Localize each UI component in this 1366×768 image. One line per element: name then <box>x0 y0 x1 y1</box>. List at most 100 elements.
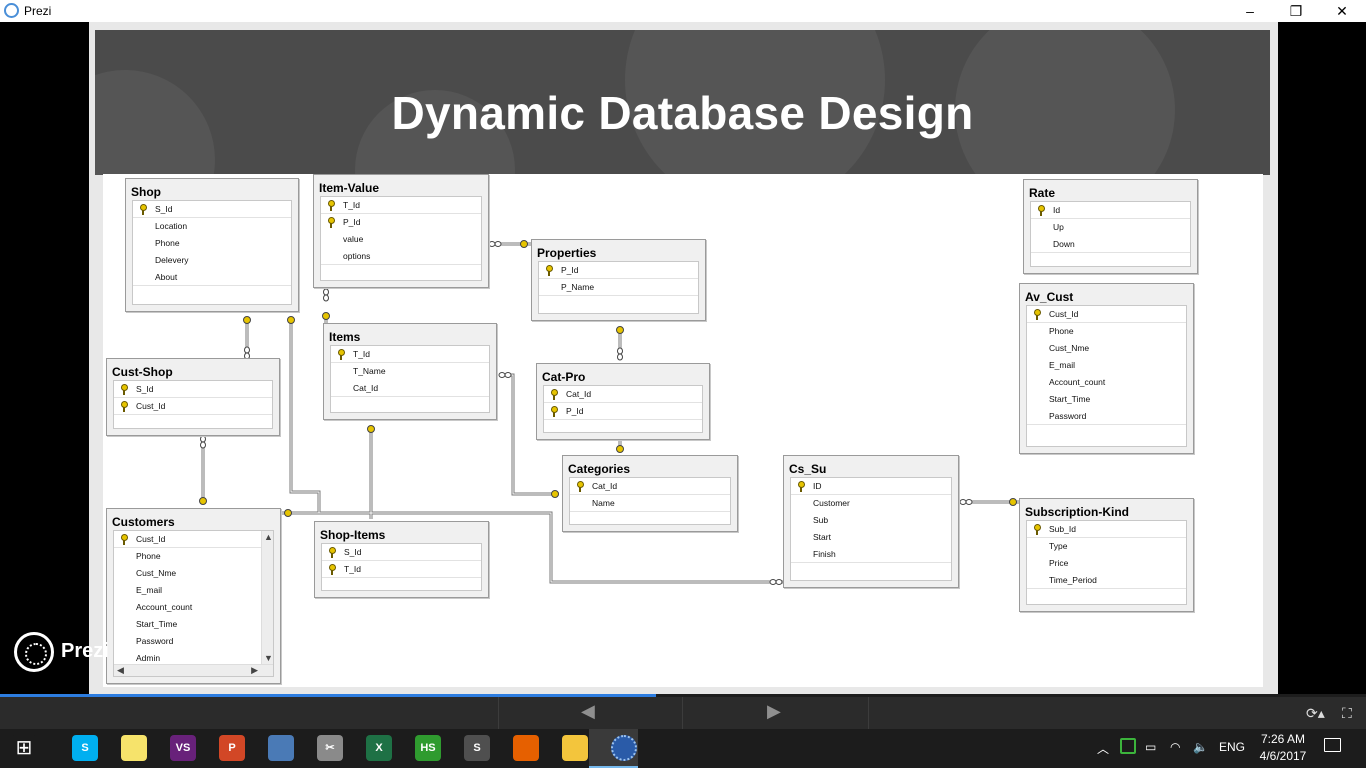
horizontal-scrollbar[interactable]: ◀▶ <box>114 664 273 676</box>
column-row[interactable]: T_Id <box>331 346 489 363</box>
column-row[interactable]: options <box>321 248 481 265</box>
column-row[interactable]: Password <box>1027 408 1186 425</box>
firefox-icon[interactable] <box>513 735 539 761</box>
powerpoint-like-icon[interactable]: P <box>219 735 245 761</box>
clock-date[interactable]: 4/6/2017 <box>1259 749 1307 763</box>
column-row[interactable]: P_Id <box>544 403 702 420</box>
table-title: Rate <box>1029 186 1056 200</box>
action-center-icon[interactable] <box>1324 738 1341 752</box>
battery-icon[interactable]: ▭ <box>1145 740 1157 754</box>
column-row[interactable]: S_Id <box>322 544 481 561</box>
windows-start-icon[interactable]: ⊞ <box>11 735 37 761</box>
column-row[interactable]: Sub_Id <box>1027 521 1186 538</box>
input-language[interactable]: ENG <box>1219 740 1246 754</box>
column-row[interactable]: Name <box>570 495 730 512</box>
column-row[interactable]: T_Name <box>331 363 489 380</box>
prezi-icon[interactable] <box>611 735 637 761</box>
column-row[interactable]: Customer <box>791 495 951 512</box>
column-row[interactable]: T_Id <box>322 561 481 578</box>
column-row[interactable]: E_mail <box>114 582 261 599</box>
column-row[interactable]: Cust_Id <box>1027 306 1186 323</box>
volume-icon[interactable]: 🔈 <box>1193 740 1208 754</box>
network-tool-icon[interactable] <box>268 735 294 761</box>
column-row[interactable]: Cust_Nme <box>114 565 261 582</box>
column-row[interactable]: Phone <box>133 235 291 252</box>
column-row[interactable]: S_Id <box>133 201 291 218</box>
column-row[interactable]: Phone <box>114 548 261 565</box>
column-row[interactable]: Start <box>791 529 951 546</box>
key-endpoint <box>322 312 330 320</box>
tray-app-icon[interactable] <box>1120 738 1136 754</box>
clock-time[interactable]: 7:26 AM <box>1260 732 1306 746</box>
column-row[interactable]: Cat_Id <box>570 478 730 495</box>
column-row[interactable]: Type <box>1027 538 1186 555</box>
column-row[interactable]: S_Id <box>114 381 272 398</box>
column-row[interactable]: Cat_Id <box>544 386 702 403</box>
sticky-notes-icon[interactable] <box>121 735 147 761</box>
close-button[interactable]: ✕ <box>1336 3 1348 19</box>
column-row[interactable]: Cust_Id <box>114 398 272 415</box>
column-row[interactable]: Account_count <box>114 599 261 616</box>
column-row[interactable]: Start_Time <box>1027 391 1186 408</box>
column-row[interactable]: P_Name <box>539 279 698 296</box>
maximize-button[interactable]: ❐ <box>1289 3 1303 19</box>
show-hidden-icons-icon[interactable]: ︿ <box>1097 742 1110 756</box>
column-row[interactable]: E_mail <box>1027 357 1186 374</box>
scroll-left-icon[interactable]: ◀ <box>117 665 124 675</box>
column-name: T_Id <box>344 564 362 574</box>
scroll-right-icon[interactable]: ▶ <box>251 665 258 675</box>
minimize-button[interactable]: – <box>1246 3 1254 19</box>
prev-step-button[interactable]: ◀ <box>498 697 682 729</box>
column-row[interactable]: Cat_Id <box>331 380 489 397</box>
hotspot-shield-icon[interactable]: HS <box>415 735 441 761</box>
fullscreen-icon[interactable]: ⛶ <box>1342 705 1352 721</box>
column-row[interactable]: Time_Period <box>1027 572 1186 589</box>
column-row[interactable]: Price <box>1027 555 1186 572</box>
sublime-text-icon[interactable]: S <box>464 735 490 761</box>
skype-icon[interactable]: S <box>72 735 98 761</box>
scroll-up-icon[interactable]: ▲ <box>264 532 273 542</box>
file-explorer-icon[interactable] <box>562 735 588 761</box>
wifi-icon[interactable]: ◠ <box>1170 740 1181 754</box>
next-step-button[interactable]: ▶ <box>682 697 868 729</box>
column-row[interactable]: Password <box>114 633 261 650</box>
column-row[interactable]: Up <box>1031 219 1190 236</box>
column-row[interactable]: Cust_Id <box>114 531 261 548</box>
column-row[interactable]: About <box>133 269 291 286</box>
column-row[interactable]: value <box>321 231 481 248</box>
column-row[interactable]: Id <box>1031 202 1190 219</box>
column-row[interactable]: Finish <box>791 546 951 563</box>
visual-studio-icon[interactable]: VS <box>170 735 196 761</box>
column-row[interactable]: P_Id <box>321 214 481 231</box>
column-row[interactable]: T_Id <box>321 197 481 214</box>
column-row[interactable]: Delevery <box>133 252 291 269</box>
column-row[interactable]: Account_count <box>1027 374 1186 391</box>
column-row[interactable]: Sub <box>791 512 951 529</box>
column-row[interactable]: ID <box>791 478 951 495</box>
vertical-scrollbar[interactable]: ▲▼ <box>261 531 273 664</box>
column-row[interactable]: Cust_Nme <box>1027 340 1186 357</box>
column-row[interactable]: Down <box>1031 236 1190 253</box>
column-row[interactable]: P_Id <box>539 262 698 279</box>
column-row[interactable]: Start_Time <box>114 616 261 633</box>
column-row[interactable]: Location <box>133 218 291 235</box>
column-row[interactable]: Phone <box>1027 323 1186 340</box>
autoplay-icon[interactable]: ⟳▴ <box>1306 705 1325 721</box>
presentation-progress[interactable] <box>0 694 1366 697</box>
snipping-tool-icon[interactable]: ✂ <box>317 735 343 761</box>
scroll-down-icon[interactable]: ▼ <box>264 653 273 663</box>
excel-icon[interactable]: X <box>366 735 392 761</box>
